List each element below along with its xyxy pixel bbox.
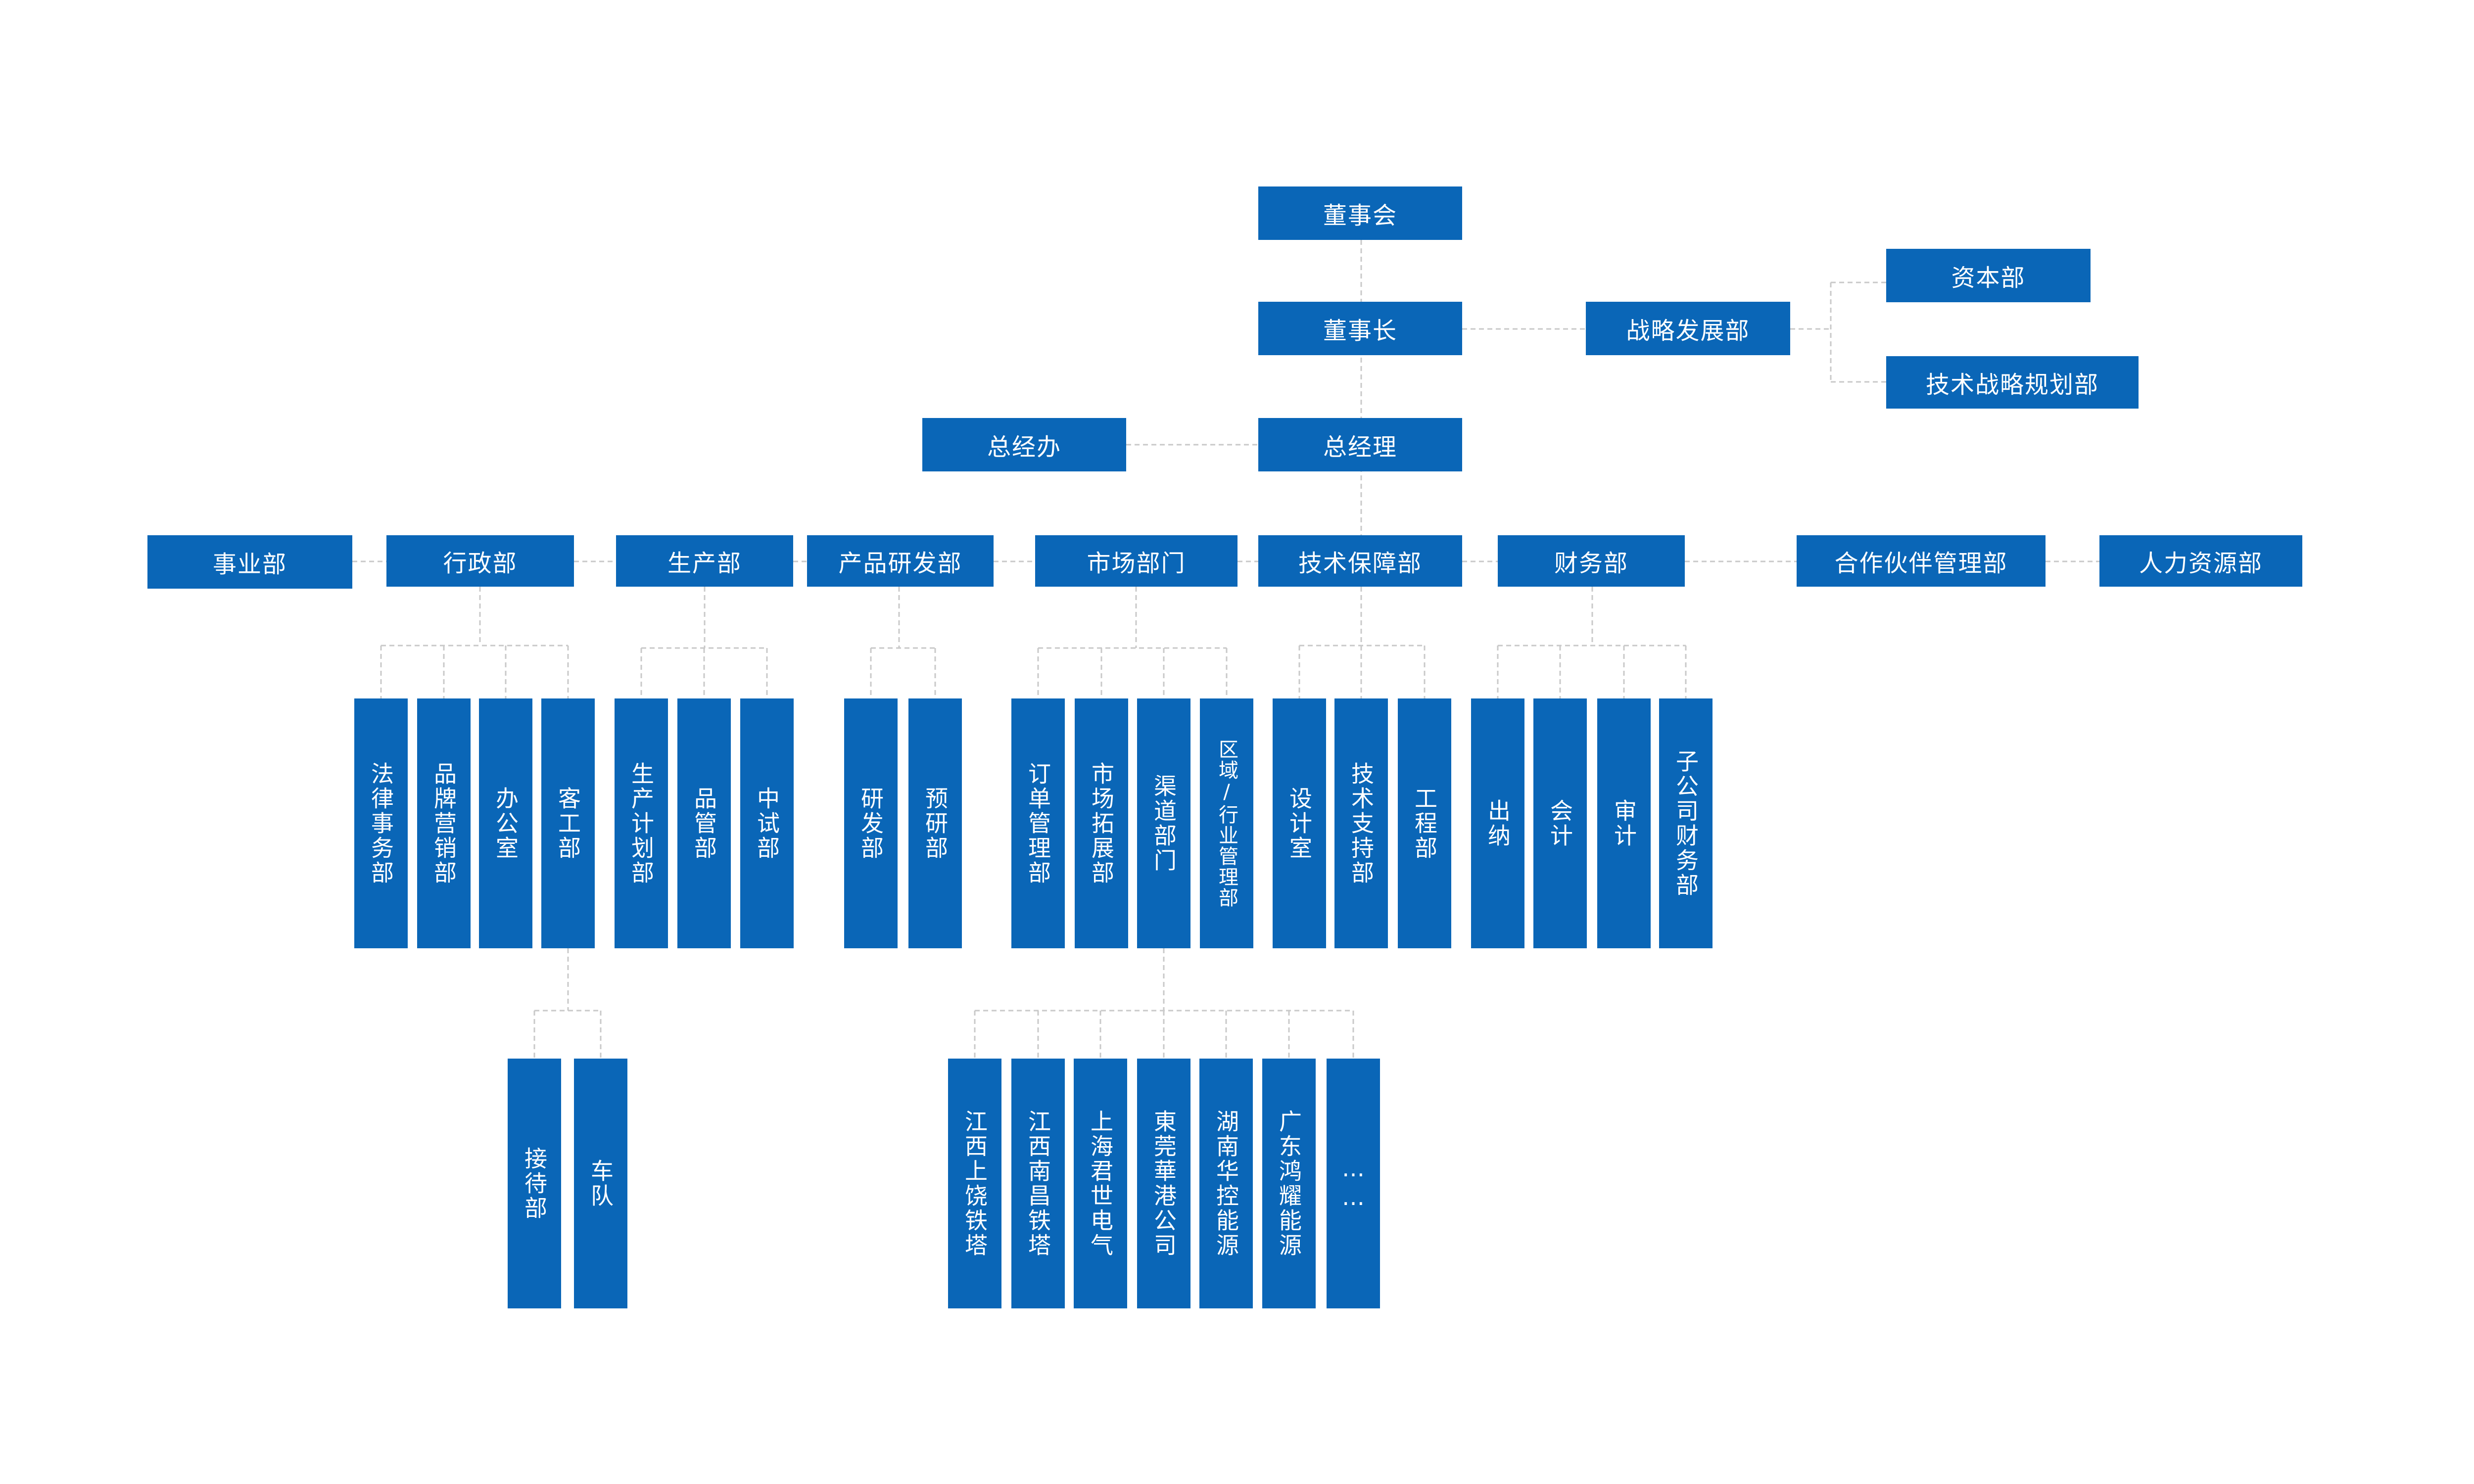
- node-design-studio: 设计室: [1273, 698, 1326, 948]
- node-audit: 审计: [1597, 698, 1651, 948]
- node-capital-dept: 资本部: [1886, 249, 2091, 302]
- node-order-management: 订单管理部: [1011, 698, 1065, 948]
- node-research: 研发部: [844, 698, 898, 948]
- node-board: 董事会: [1258, 186, 1462, 240]
- node-subsidiary-finance: 子公司财务部: [1659, 698, 1713, 948]
- node-jiangxi-shangrao: 江西上饶铁塔: [948, 1059, 1001, 1308]
- node-accounting: 会计: [1533, 698, 1587, 948]
- node-production-dept: 生产部: [616, 535, 793, 587]
- node-strategy-dept: 战略发展部: [1586, 302, 1790, 355]
- node-fleet: 车队: [574, 1059, 627, 1308]
- node-pre-research: 预研部: [908, 698, 962, 948]
- node-tech-support-dept: 技术保障部: [1258, 535, 1462, 587]
- node-hr-dept: 人力资源部: [2099, 535, 2302, 587]
- node-tech-strategy-dept: 技术战略规划部: [1886, 356, 2139, 409]
- node-partner-dept: 合作伙伴管理部: [1797, 535, 2046, 587]
- node-chairman: 董事长: [1258, 302, 1462, 355]
- node-production-plan: 生产计划部: [615, 698, 668, 948]
- node-pilot-test: 中试部: [740, 698, 794, 948]
- node-quality-control: 品管部: [677, 698, 731, 948]
- node-market-expansion: 市场拓展部: [1075, 698, 1128, 948]
- node-legal-affairs: 法律事务部: [354, 698, 408, 948]
- node-technical-support: 技术支持部: [1334, 698, 1388, 948]
- node-guangdong-hongyao: 广东鸿耀能源: [1262, 1059, 1316, 1308]
- node-shanghai-junshi: 上海君世电气: [1074, 1059, 1127, 1308]
- node-finance-dept: 财务部: [1498, 535, 1685, 587]
- node-more: ……: [1327, 1059, 1380, 1308]
- node-business-unit: 事业部: [147, 535, 352, 589]
- node-cashier: 出纳: [1471, 698, 1524, 948]
- node-jiangxi-nanchang: 江西南昌铁塔: [1011, 1059, 1065, 1308]
- node-market-dept: 市场部门: [1035, 535, 1237, 587]
- node-dongguan-huagang: 東莞華港公司: [1137, 1059, 1190, 1308]
- node-gm-office: 总经办: [922, 418, 1126, 471]
- node-admin-dept: 行政部: [386, 535, 574, 587]
- node-rnd-dept: 产品研发部: [807, 535, 994, 587]
- node-hunan-huakong: 湖南华控能源: [1199, 1059, 1253, 1308]
- node-channel-dept: 渠道部门: [1137, 698, 1190, 948]
- node-reception: 接待部: [508, 1059, 561, 1308]
- node-general-manager: 总经理: [1258, 418, 1462, 471]
- node-office: 办公室: [479, 698, 532, 948]
- node-engineering: 工程部: [1398, 698, 1451, 948]
- node-customer-dept: 客工部: [541, 698, 595, 948]
- node-brand-marketing: 品牌营销部: [417, 698, 471, 948]
- node-region-industry: 区域/行业管理部: [1200, 698, 1253, 948]
